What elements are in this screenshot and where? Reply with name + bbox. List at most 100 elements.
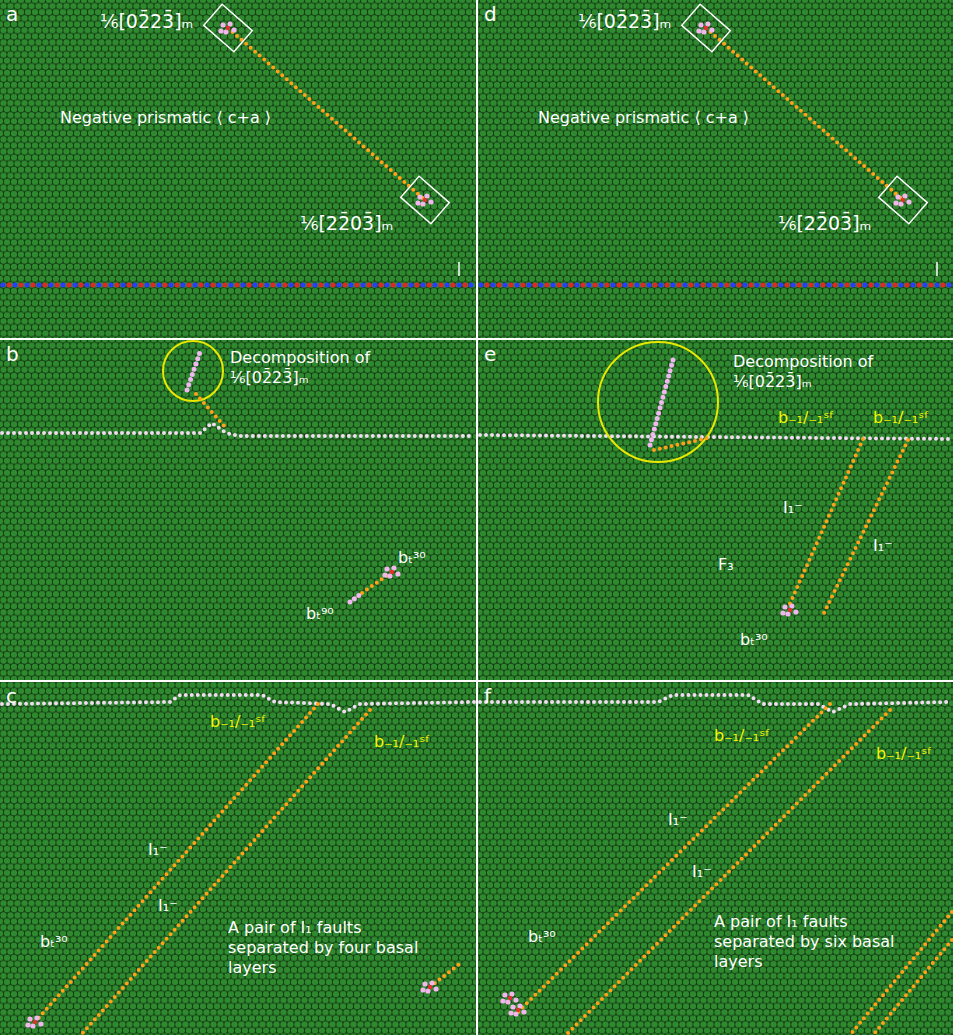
core-cluster (420, 980, 438, 993)
panel-letter: a (6, 2, 18, 27)
annotation: Decomposition of ⅙[02̄23̄]ₘ (733, 352, 903, 392)
panel-c-drawing (2, 695, 474, 1035)
label-anchor: a (6, 2, 18, 27)
highlight-circle (163, 341, 223, 401)
label-anchor: Negative prismatic ⟨ c+a ⟩ (60, 108, 271, 128)
label-anchor: I₁⁻ (783, 498, 803, 518)
stacking-fault (566, 710, 890, 1035)
label-anchor: f (484, 684, 491, 709)
burgers-vector: bₜ³⁰ (40, 932, 68, 952)
burgers-vector: b₋₁/₋₁ˢᶠ (374, 732, 430, 752)
panel-separator (476, 0, 478, 1035)
panel-separator (0, 338, 953, 340)
label-anchor: ⅙[02̄23̄]ₘ (100, 10, 193, 34)
dislocation-line (196, 394, 226, 428)
dislocation-type: Negative prismatic ⟨ c+a ⟩ (60, 108, 271, 128)
panel-letter: b (6, 342, 19, 367)
burgers-vector: b₋₁/₋₁ˢᶠ (714, 726, 770, 746)
label-anchor: I₁⁻ (158, 896, 178, 916)
grain-boundary (2, 423, 474, 436)
label-anchor: bₜ³⁰ (740, 630, 768, 650)
label-anchor: b₋₁/₋₁ˢᶠ (873, 408, 929, 428)
burgers-vector: bₜ³⁰ (398, 548, 426, 568)
label-anchor: c (6, 684, 17, 709)
decomposed-core (187, 352, 200, 390)
dislocation-line (654, 438, 708, 450)
label-anchor: F₃ (718, 555, 734, 575)
panel-b-drawing (2, 341, 474, 602)
core-cluster (382, 565, 400, 578)
panel-f-drawing (480, 695, 952, 1035)
label-anchor: A pair of I₁ faults separated by six bas… (714, 912, 899, 972)
panel-d-drawing (481, 4, 952, 285)
label-anchor: b₋₁/₋₁ˢᶠ (714, 726, 770, 746)
panel-e-drawing (480, 342, 952, 617)
label-anchor: d (484, 2, 497, 27)
label-anchor: Decomposition of ⅙[02̄23̄]ₘ (230, 348, 400, 388)
burgers-vector: bₜ³⁰ (528, 927, 556, 947)
panel-a-drawing (3, 4, 474, 285)
label-anchor: bₜ⁹⁰ (306, 604, 334, 624)
stacking-fault (518, 704, 830, 1012)
burgers-vector: ⅙[22̄03̄]ₘ (778, 212, 871, 236)
fault-label: I₁⁻ (873, 536, 893, 556)
label-anchor: I₁⁻ (692, 862, 712, 882)
annotation: Decomposition of ⅙[02̄23̄]ₘ (230, 348, 400, 388)
fault-label: I₁⁻ (692, 862, 712, 882)
panel-letter: d (484, 2, 497, 27)
fault-label: F₃ (718, 555, 734, 575)
grain-boundary (2, 695, 474, 712)
stacking-fault (823, 440, 908, 615)
burgers-vector: bₜ³⁰ (740, 630, 768, 650)
panel-letter: f (484, 684, 491, 709)
label-anchor: bₜ³⁰ (40, 932, 68, 952)
panel-d-drawing (481, 4, 952, 285)
label-anchor: A pair of I₁ faults separated by four ba… (228, 918, 428, 978)
figure-panel: d ⅙[02̄23̄]ₘNegative prismatic ⟨ c+a ⟩ ⅙[2… (478, 0, 953, 338)
label-anchor: ⅙[22̄03̄]ₘ (300, 212, 393, 236)
label-anchor: b₋₁/₋₁ˢᶠ (876, 744, 932, 764)
label-anchor: bₜ³⁰ (398, 548, 426, 568)
annotation: A pair of I₁ faults separated by four ba… (228, 918, 428, 978)
figure-panel: f b₋₁/₋₁ˢᶠ b₋₁/₋₁ˢᶠI₁⁻ I₁⁻ A pair of I₁ faul… (478, 682, 953, 1035)
fault-label: I₁⁻ (783, 498, 803, 518)
label-anchor: Decomposition of ⅙[02̄23̄]ₘ (733, 352, 903, 392)
figure-panel: e Decomposition of ⅙[02̄23̄]ₘ b₋₁/₋₁ˢᶠ b₋₁/… (478, 340, 953, 680)
label-anchor: e (484, 342, 496, 367)
grain-boundary (480, 435, 952, 439)
panel-letter: e (484, 342, 496, 367)
burgers-vector: ⅙[02̄23̄]ₘ (100, 10, 193, 34)
burgers-vector: b₋₁/₋₁ˢᶠ (876, 744, 932, 764)
burgers-vector: bₜ⁹⁰ (306, 604, 334, 624)
label-anchor: bₜ³⁰ (528, 927, 556, 947)
label-anchor: b₋₁/₋₁ˢᶠ (778, 408, 834, 428)
figure-panel: c b₋₁/₋₁ˢᶠ b₋₁/₋₁ˢᶠI₁⁻ I₁⁻ bₜ³⁰ A pair of I₁ … (0, 682, 476, 1035)
core-cluster (25, 1015, 43, 1028)
burgers-vector: ⅙[02̄23̄]ₘ (578, 10, 671, 34)
figure-panel: a ⅙[02̄23̄]ₘNegative prismatic ⟨ c+a ⟩ ⅙[2… (0, 0, 476, 338)
core-cluster (500, 991, 518, 1004)
label-anchor: I₁⁻ (668, 810, 688, 830)
core-cluster (780, 603, 798, 616)
decomposed-core (650, 360, 673, 445)
label-anchor: Negative prismatic ⟨ c+a ⟩ (538, 108, 749, 128)
label-anchor: b₋₁/₋₁ˢᶠ (374, 732, 430, 752)
fault-label: I₁⁻ (668, 810, 688, 830)
fault-label: I₁⁻ (148, 840, 168, 860)
label-anchor: I₁⁻ (148, 840, 168, 860)
panel-a-drawing (3, 4, 474, 285)
label-anchor: ⅙[22̄03̄]ₘ (778, 212, 871, 236)
burgers-vector: b₋₁/₋₁ˢᶠ (210, 712, 266, 732)
fault-segment (430, 962, 462, 987)
burgers-vector: ⅙[22̄03̄]ₘ (300, 212, 393, 236)
stacking-fault (873, 940, 952, 1035)
label-anchor: b₋₁/₋₁ˢᶠ (210, 712, 266, 732)
label-anchor: b (6, 342, 19, 367)
core-cluster (508, 1003, 526, 1016)
label-anchor: ⅙[02̄23̄]ₘ (578, 10, 671, 34)
stacking-fault (850, 912, 952, 1035)
annotation: A pair of I₁ faults separated by six bas… (714, 912, 899, 972)
